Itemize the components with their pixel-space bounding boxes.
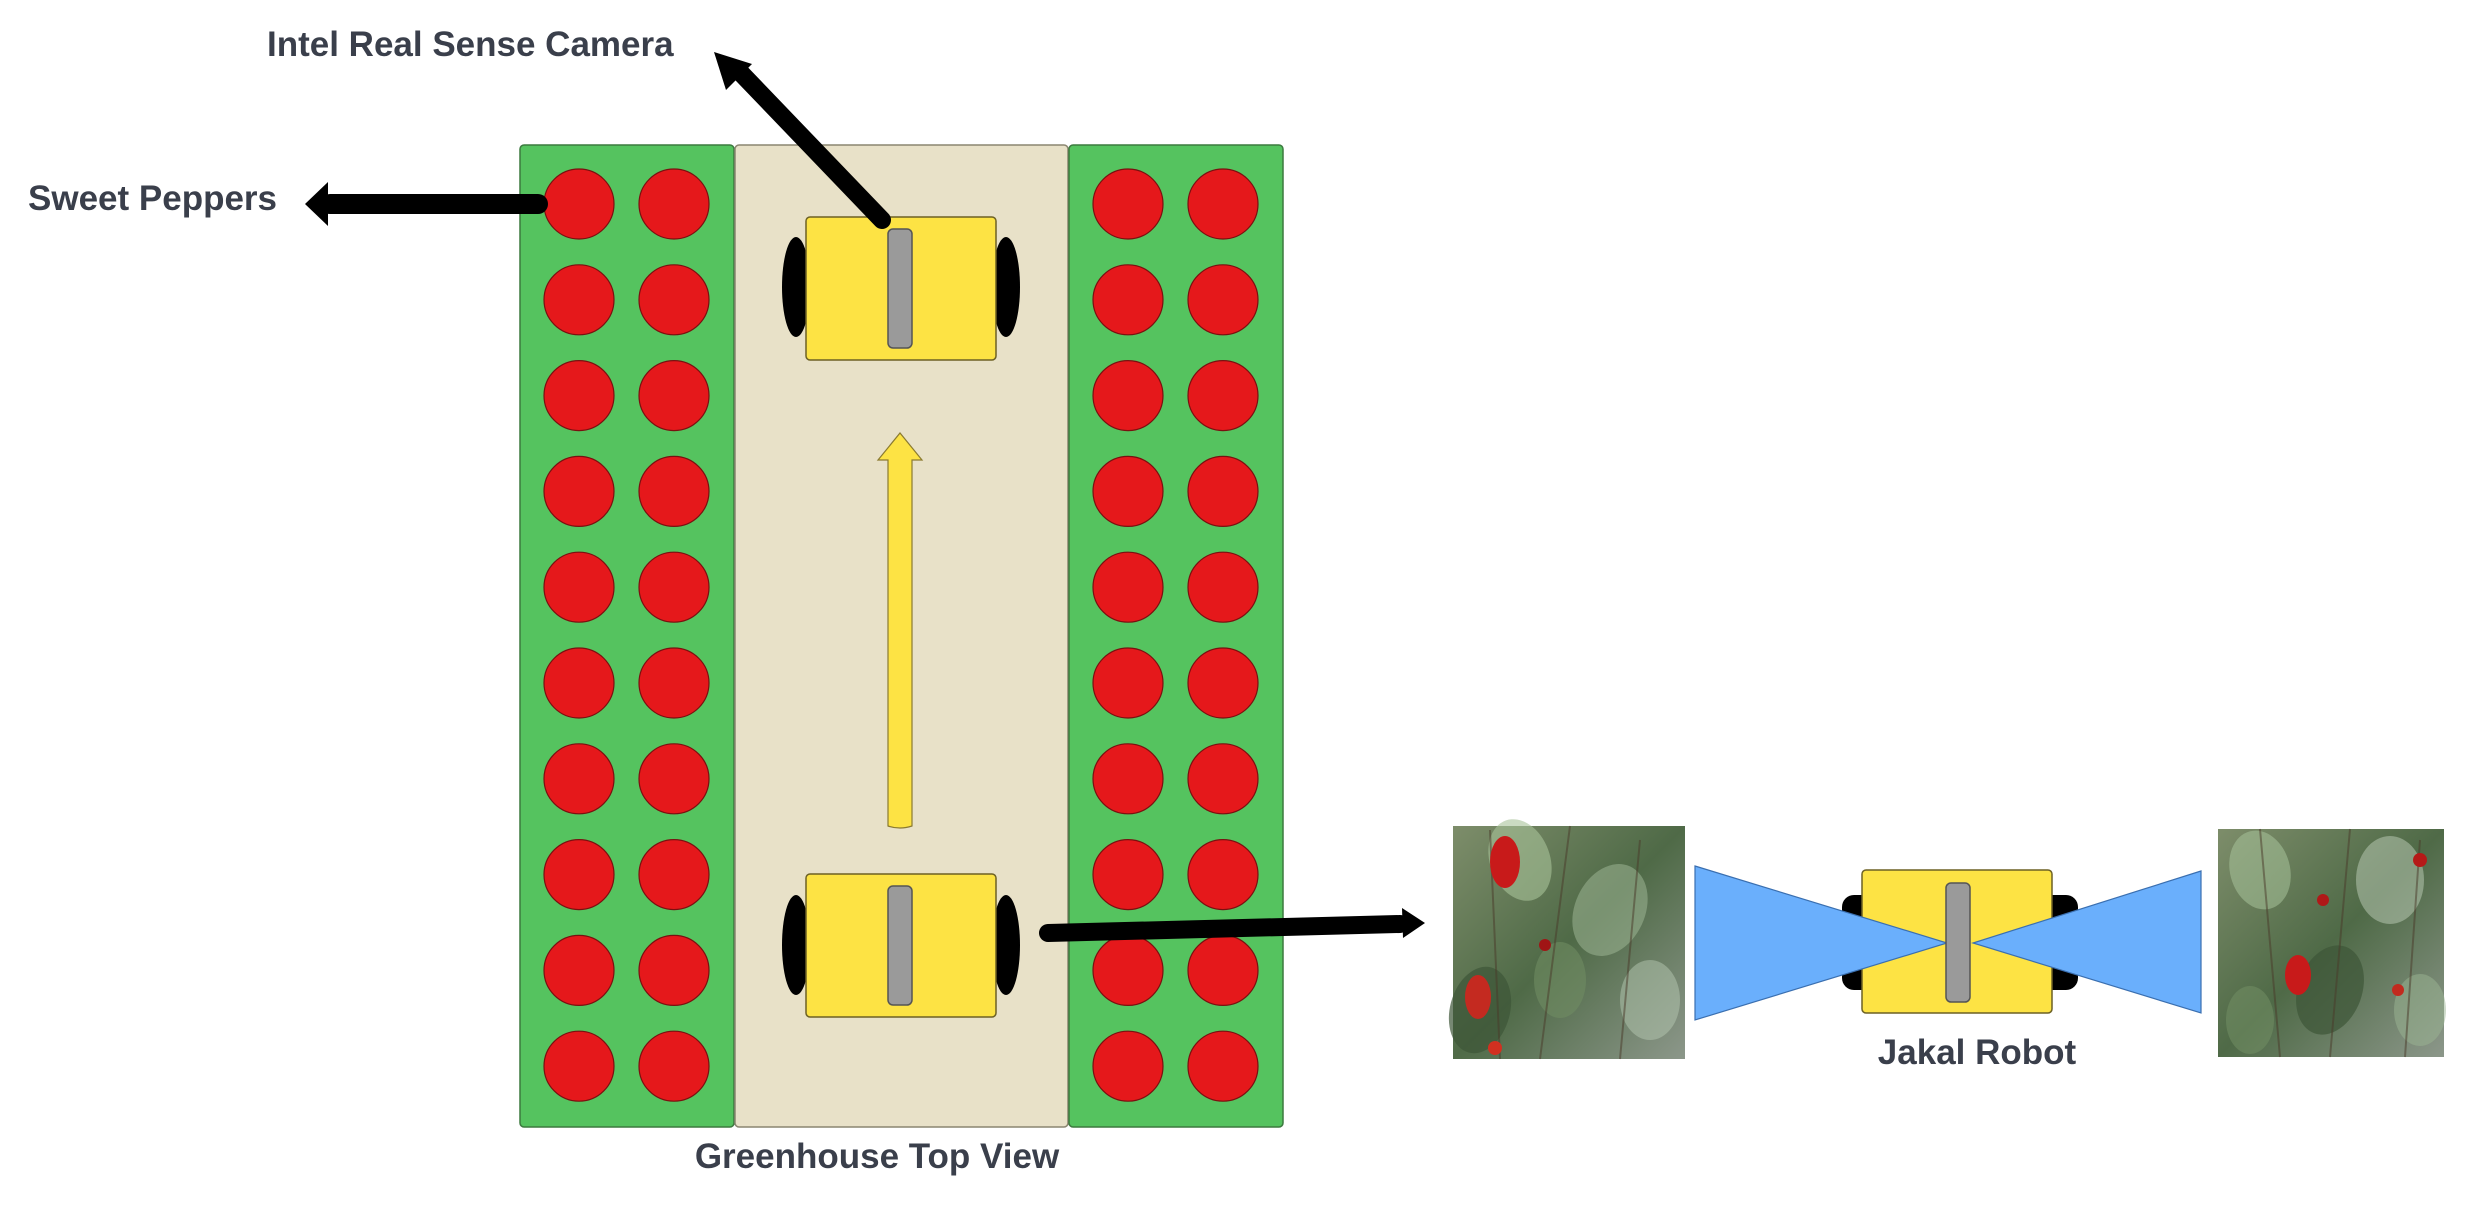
pepper-plant [543,264,615,336]
wheel-left-icon [782,895,810,995]
pepper-plant [638,455,710,527]
label-peppers: Sweet Peppers [28,179,277,218]
label-camera: Intel Real Sense Camera [267,25,674,64]
pepper-plant [1187,934,1259,1007]
label-greenhouse: Greenhouse Top View [695,1137,1060,1176]
wheel-right-icon [992,237,1020,337]
pepper-plant [1092,455,1164,527]
pepper-plant [543,455,615,527]
pepper-plant [1092,838,1164,911]
pepper-plant [1092,168,1164,240]
camera-fov-left [1694,865,1950,1021]
camera-pointer-arrow [714,52,891,229]
robot-top [782,216,1020,361]
pepper-plant [1187,551,1259,623]
pepper-plant [1092,264,1164,336]
pepper-plant [638,743,710,815]
pepper-plant [1092,1030,1164,1102]
pepper-plant [1187,647,1259,719]
robot-side-view [1694,865,2202,1021]
pepper-plant [638,360,710,432]
pepper-photo-left [1448,819,1685,1060]
camera-bar [887,228,913,349]
pepper-plant [543,743,615,815]
pepper-plant [638,934,710,1007]
pepper-plant [638,838,710,911]
sweet-peppers-group [543,168,1259,1102]
pepper-plant [1187,168,1259,240]
pepper-plant [1187,360,1259,432]
pepper-plant [638,168,710,240]
label-robot: Jakal Robot [1878,1033,2077,1072]
camera-bar [887,885,913,1006]
pepper-plant [543,838,615,911]
pepper-plant [1187,1030,1259,1102]
robot-bottom [782,873,1020,1018]
pepper-plant [638,264,710,336]
pepper-plant [638,1030,710,1102]
pepper-plant [638,647,710,719]
wheel-right-icon [992,895,1020,995]
pepper-plant [1092,743,1164,815]
pepper-plant [1092,551,1164,623]
path-arrow [876,432,924,829]
robot-detail-arrow [1039,908,1425,942]
pepper-plant [543,551,615,623]
pepper-plant [543,168,615,240]
wheel-left-icon [782,237,810,337]
pepper-plant [1092,934,1164,1007]
pepper-plant [1187,455,1259,527]
pepper-plant [1092,647,1164,719]
peppers-pointer-arrow [305,182,548,226]
pepper-plant [543,360,615,432]
pepper-plant [1092,360,1164,432]
pepper-plant [543,1030,615,1102]
pepper-plant [1187,743,1259,815]
pepper-plant [1187,838,1259,911]
pepper-plant [543,647,615,719]
pepper-plant [1187,264,1259,336]
camera-bar [1945,882,1971,1003]
pepper-photo-right [2218,828,2446,1058]
pepper-plant [638,551,710,623]
pepper-plant [543,934,615,1007]
camera-fov-right [1970,870,2202,1014]
